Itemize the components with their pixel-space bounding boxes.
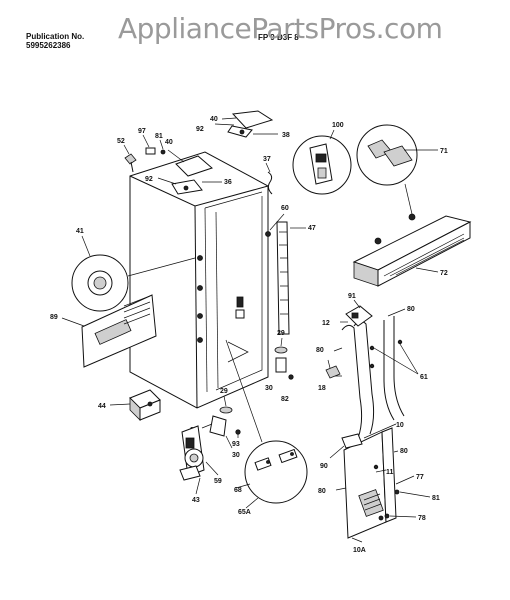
callout-81-top: 81 <box>155 133 163 140</box>
screw-71b <box>374 237 382 245</box>
callout-11: 11 <box>386 469 394 476</box>
callout-52: 52 <box>117 138 125 145</box>
callout-30-center: 30 <box>232 452 240 459</box>
callout-97: 97 <box>138 128 146 135</box>
callout-41: 41 <box>76 228 84 235</box>
publication-label: Publication No. <box>26 32 85 41</box>
door-frame-assembly-10 <box>325 299 419 439</box>
callout-89: 89 <box>50 314 58 321</box>
callout-81-lower: 81 <box>432 495 440 502</box>
callout-80-right-mid: 80 <box>400 448 408 455</box>
callout-92-top: 92 <box>196 126 204 133</box>
callout-61: 61 <box>420 374 428 381</box>
callout-65a: 65A <box>238 509 251 516</box>
callout-100: 100 <box>332 122 344 129</box>
callout-82: 82 <box>281 396 289 403</box>
callout-30-right: 30 <box>265 385 273 392</box>
callout-37: 37 <box>263 156 271 163</box>
publication-number: 5995262386 <box>26 41 71 50</box>
callout-93: 93 <box>232 441 240 448</box>
callout-90: 90 <box>320 463 328 470</box>
door-trim-strip-47 <box>265 213 306 335</box>
callout-12: 12 <box>322 320 330 327</box>
bracket-hardware-right <box>274 337 294 380</box>
callout-47: 47 <box>308 225 316 232</box>
callout-10: 10 <box>396 422 404 429</box>
toe-grille-72 <box>352 215 472 287</box>
callout-92-cabinet: 92 <box>145 176 153 183</box>
callout-77: 77 <box>416 474 424 481</box>
callout-91: 91 <box>348 293 356 300</box>
screw-93 <box>235 429 241 435</box>
callout-43: 43 <box>192 497 200 504</box>
callout-38: 38 <box>282 132 290 139</box>
water-valve-43 <box>179 425 219 495</box>
callout-29-right: 29 <box>277 330 285 337</box>
callout-68: 68 <box>234 487 242 494</box>
callout-29-center: 29 <box>220 388 228 395</box>
door-stop-hardware <box>123 134 166 173</box>
bracket-hardware-center <box>201 395 233 449</box>
detail-circle-71 <box>356 124 438 186</box>
callout-60-upper: 60 <box>281 205 289 212</box>
callout-44: 44 <box>98 403 106 410</box>
watermark: AppliancePartsPros.com <box>118 12 443 45</box>
callout-80-right-top: 80 <box>407 306 415 313</box>
detail-circle-41 <box>71 235 196 312</box>
callout-78: 78 <box>418 515 426 522</box>
top-hinge-assembly-cabinet <box>157 149 222 195</box>
callout-40-cabinet: 40 <box>165 139 173 146</box>
rear-panel-89 <box>61 294 157 368</box>
callout-80-lower-left: 80 <box>318 488 326 495</box>
top-hinge-assembly-upper <box>214 110 278 138</box>
detail-circle-68 <box>225 339 308 509</box>
screw-37 <box>265 162 273 195</box>
detail-circle-100 <box>292 129 352 195</box>
callout-59: 59 <box>214 478 222 485</box>
callout-10a: 10A <box>353 547 366 554</box>
callout-72: 72 <box>440 270 448 277</box>
bracket-90 <box>329 433 363 459</box>
door-lower-panel-10a <box>335 427 431 543</box>
cabinet-shell <box>129 151 269 409</box>
model-number: FP 9 D3F 8 <box>258 33 299 42</box>
callout-40-top: 40 <box>210 116 218 123</box>
screw-71a <box>408 213 416 221</box>
callout-71: 71 <box>440 148 448 155</box>
callout-36: 36 <box>224 179 232 186</box>
callout-18: 18 <box>318 385 326 392</box>
block-44 <box>109 389 161 421</box>
callout-80-left: 80 <box>316 347 324 354</box>
